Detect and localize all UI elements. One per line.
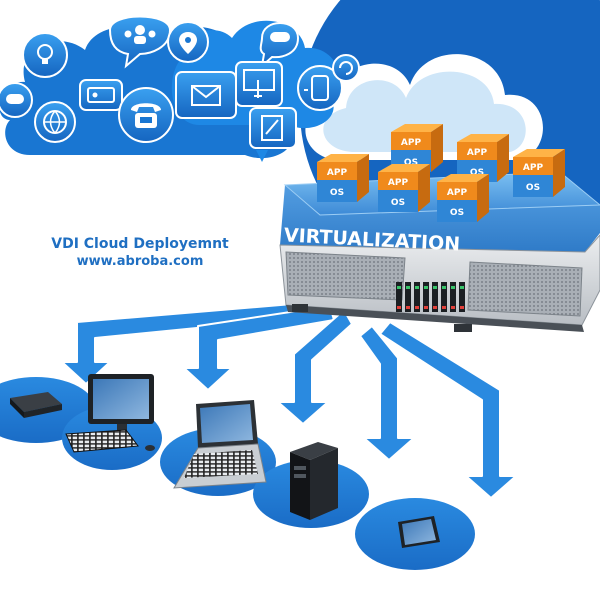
vm-os-label: OS <box>404 158 418 168</box>
drive-bay <box>423 282 429 312</box>
desktop-computer <box>65 374 155 453</box>
drive-bay <box>459 282 465 312</box>
arrow-to-set-top-box <box>61 301 319 385</box>
phone-icon <box>118 87 174 143</box>
vm-app-label: APP <box>388 178 409 188</box>
contact-card-icon <box>79 79 123 111</box>
edit-icon <box>249 107 297 162</box>
vm-box-6: APP OS <box>437 174 489 222</box>
drive-bay <box>405 282 411 312</box>
globe-icon <box>34 101 76 143</box>
vm-app-label: APP <box>447 188 468 198</box>
vm-os-label: OS <box>391 198 405 208</box>
chat-bubble-icon <box>259 22 300 69</box>
drive-bay <box>396 282 402 312</box>
arrow-to-tower <box>359 325 415 461</box>
set-top-box <box>10 392 62 418</box>
vm-os-label: OS <box>470 168 484 178</box>
caption-title: VDI Cloud Deployemnt <box>51 236 229 252</box>
drive-bay <box>432 282 438 312</box>
drive-bay <box>414 282 420 312</box>
map-pin-icon <box>167 21 209 63</box>
drive-bay <box>450 282 456 312</box>
vm-box-3: APP OS <box>513 149 565 197</box>
drive-bays <box>396 282 465 312</box>
email-icon <box>175 71 237 119</box>
tower-server <box>290 442 338 520</box>
arrow-to-desktop <box>183 305 335 391</box>
vm-app-label: APP <box>523 163 544 173</box>
caption-website: www.abroba.com <box>76 254 204 269</box>
lightbulb-icon <box>22 32 68 78</box>
speech-icon <box>0 82 33 118</box>
touch-screen-icon <box>235 61 283 107</box>
vm-app-label: APP <box>467 148 488 158</box>
vm-app-label: APP <box>327 168 348 178</box>
vm-box-5: APP OS <box>378 164 430 212</box>
vm-app-label: APP <box>401 138 422 148</box>
tablet <box>398 516 440 548</box>
laptop <box>173 400 267 489</box>
vm-os-label: OS <box>450 208 464 218</box>
flow-arrows <box>61 301 517 499</box>
arrow-to-tablet <box>379 321 517 499</box>
sync-icon <box>332 54 360 82</box>
vm-box-4: APP OS <box>317 154 369 202</box>
mobile-icon <box>297 65 343 111</box>
vm-os-label: OS <box>526 183 540 193</box>
people-icon <box>108 15 172 69</box>
drive-bay <box>441 282 447 312</box>
vm-os-label: OS <box>330 188 344 198</box>
arrow-to-laptop <box>277 309 353 425</box>
icon-cloud <box>0 15 360 162</box>
